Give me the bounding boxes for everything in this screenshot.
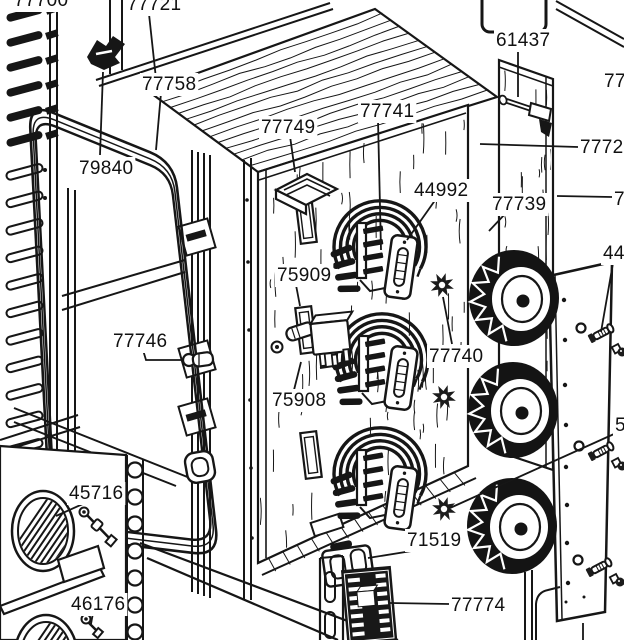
fan-wheel-3 (465, 478, 557, 574)
part-label-7: 7 (614, 189, 624, 210)
part-label-77740: 77740 (429, 346, 483, 367)
bolt-2 (610, 456, 624, 471)
rod-61437 (498, 94, 553, 137)
leader-line-77740 (442, 296, 453, 345)
part-label-77746: 77746 (113, 331, 167, 352)
label-background (275, 264, 334, 287)
vent-grille-2 (15, 613, 77, 640)
part-label-77700: 77700 (14, 0, 68, 11)
leader-line-77739 (488, 213, 506, 232)
part-label-77741: 77741 (360, 101, 414, 122)
screw-2 (587, 441, 615, 461)
door-lower-bracket (183, 450, 217, 484)
fan-wheel-1 (467, 250, 559, 346)
label-background (140, 73, 199, 96)
leader-line-77746 (142, 349, 183, 361)
label-backgrounds (12, 0, 624, 617)
label-background (449, 594, 508, 617)
heater-mount-plate-3 (383, 465, 419, 531)
cabinet-top-panel (95, 0, 500, 174)
label-background (12, 0, 71, 12)
leader-line-77758 (155, 92, 162, 151)
part-label-77758: 77758 (142, 74, 196, 95)
leader-line-75909 (295, 284, 301, 307)
leader-line-77749 (289, 135, 296, 173)
label-background (111, 330, 170, 353)
screw-46176 (80, 613, 105, 640)
leader-line-79840 (99, 71, 104, 156)
fan-wheel-2 (466, 362, 558, 458)
label-background (578, 136, 624, 159)
vent-grille-1 (10, 489, 76, 573)
baffle-plate (273, 172, 340, 216)
leader-line-75908 (293, 361, 302, 391)
cut-off-top-component (480, 0, 548, 34)
louvered-side-panel (5, 0, 59, 466)
screw-3 (585, 557, 613, 577)
fan-nut-1 (430, 273, 454, 297)
part-label-79840: 79840 (79, 158, 133, 179)
part-label-77728: 77728 (580, 137, 624, 158)
bolt-1 (610, 342, 624, 357)
label-background (427, 345, 486, 368)
label-background (490, 193, 549, 216)
screw-1 (587, 323, 615, 343)
leader-line-7 (556, 195, 613, 198)
heating-element-3 (330, 426, 428, 520)
part-label-5: 5 (615, 415, 624, 436)
leader-line-45716 (55, 502, 86, 517)
label-background (494, 29, 553, 52)
part-label-44: 44 (603, 243, 624, 264)
top-rear-trim (555, 0, 624, 48)
part-label-77749: 77749 (261, 117, 315, 138)
part-label-61437: 61437 (496, 30, 550, 51)
part-label-77: 77 (604, 71, 624, 92)
heater-mount-plate-1 (383, 234, 419, 300)
leader-line-77774 (389, 602, 450, 605)
label-background (412, 179, 471, 202)
part-label-77739: 77739 (492, 194, 546, 215)
screw-45716-area (78, 506, 119, 548)
support-bracket-3 (299, 429, 323, 481)
thermostat (270, 310, 355, 369)
label-background (612, 188, 624, 211)
part-label-45716: 45716 (69, 483, 123, 504)
part-label-75908: 75908 (272, 390, 326, 411)
part-labels: 77700 77721 77758 79840 61437 77 77728 77739 7 44… (14, 0, 624, 616)
part-label-44992: 44992 (414, 180, 468, 201)
label-background (601, 242, 624, 265)
fan-nut-3 (432, 497, 456, 521)
part-label-77774: 77774 (451, 595, 505, 616)
leader-line-77741 (377, 119, 382, 251)
part-label-71519: 71519 (407, 530, 461, 551)
label-background (125, 0, 184, 16)
label-background (69, 593, 128, 616)
leader-line-77728 (479, 143, 579, 148)
label-background (613, 414, 624, 437)
label-background (270, 389, 329, 412)
part-label-75909: 75909 (277, 265, 331, 286)
leader-line-44 (600, 262, 614, 333)
leader-line-44992 (406, 198, 437, 241)
bolt-3 (608, 572, 624, 587)
label-background (67, 482, 126, 505)
fan-nut-2 (432, 385, 456, 409)
label-background (405, 529, 464, 552)
part-label-77721: 77721 (127, 0, 181, 15)
door-roller (181, 351, 215, 368)
mounting-plate-right (547, 260, 614, 640)
label-background (259, 116, 318, 139)
label-background (358, 100, 417, 123)
label-background (602, 70, 624, 93)
leader-line-5 (449, 433, 615, 509)
control-pcb (340, 565, 398, 640)
heater-mount-plate-2 (383, 345, 419, 411)
part-label-46176: 46176 (71, 594, 125, 615)
label-background (77, 157, 136, 180)
hinge-clip (87, 36, 125, 70)
